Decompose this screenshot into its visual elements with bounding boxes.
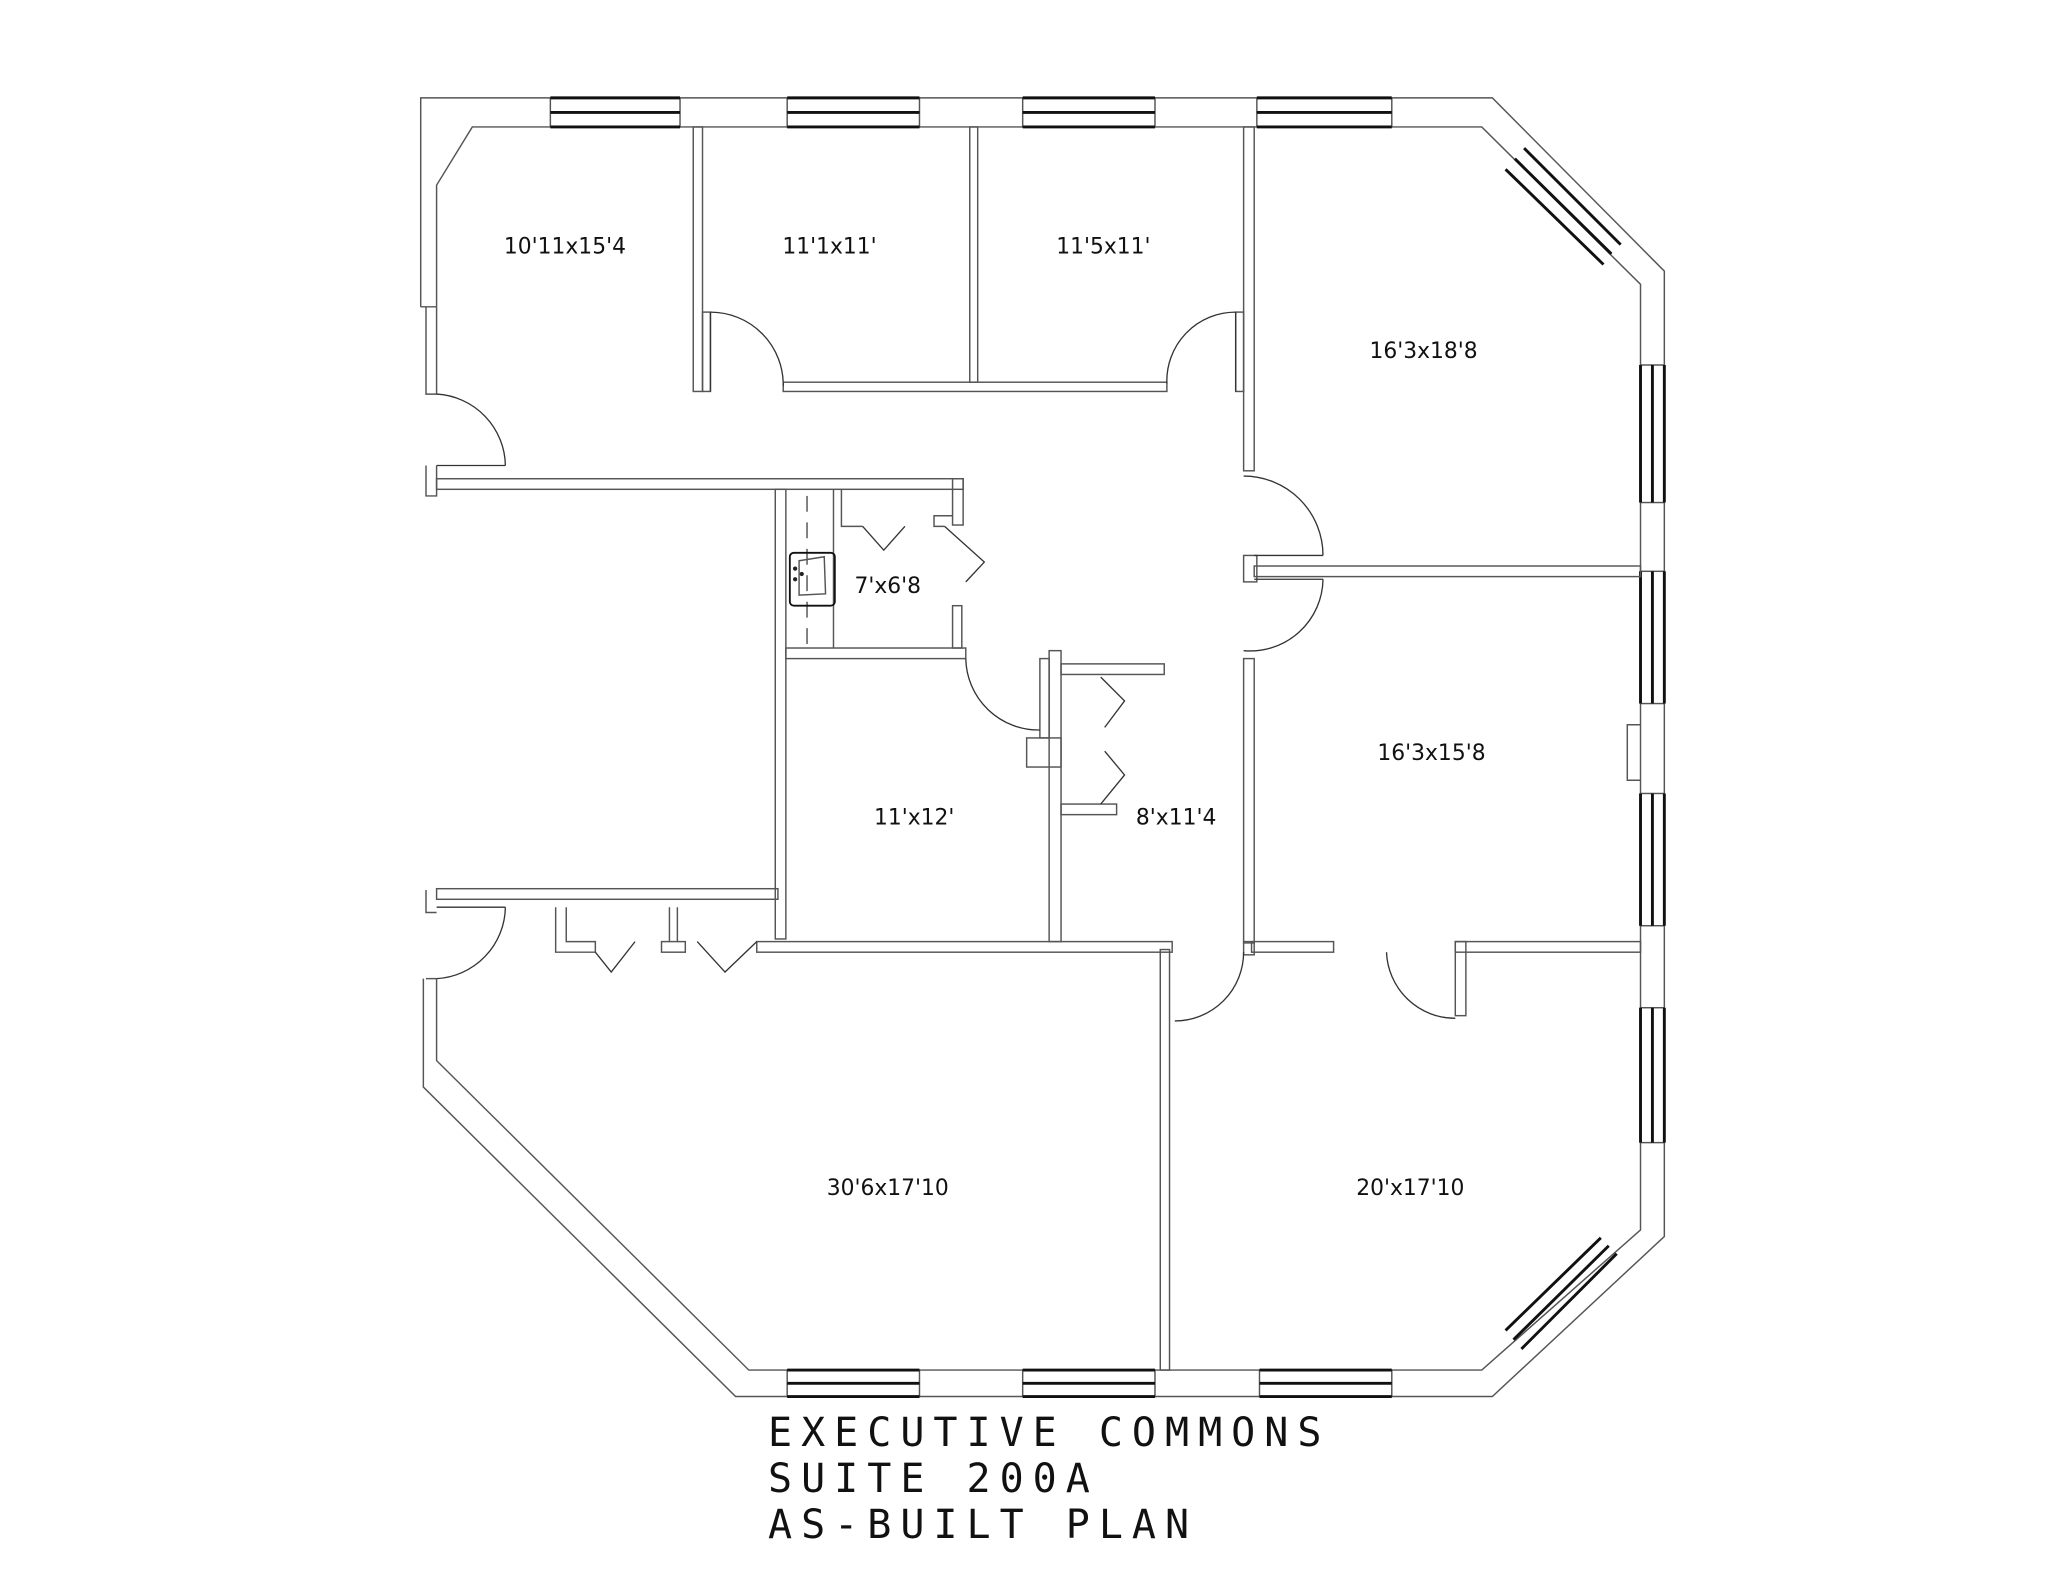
window <box>549 96 681 129</box>
windows-east <box>1626 364 1666 1144</box>
door <box>1243 475 1324 557</box>
window <box>1021 96 1156 129</box>
room-label-office-se: 20'x17'10 <box>1356 1176 1464 1201</box>
bifold-door <box>944 525 986 583</box>
bifold-door <box>1100 750 1126 805</box>
door <box>709 311 784 392</box>
window <box>1639 1006 1666 1144</box>
room-label-conference-sw: 30'6x17'10 <box>827 1176 949 1201</box>
column-bump <box>1626 723 1641 781</box>
door <box>436 906 507 980</box>
title-line-project: EXECUTIVE COMMONS <box>768 1410 1331 1456</box>
room-label-office-nw: 10'11x15'4 <box>504 234 626 259</box>
window <box>1639 792 1666 927</box>
window-northeast <box>1504 147 1622 266</box>
room-label-office-ne: 16'3x18'8 <box>1369 339 1477 364</box>
window <box>1639 570 1666 705</box>
bifold-door <box>696 941 758 973</box>
door <box>436 393 507 467</box>
room-label-office-center: 11'x12' <box>874 806 954 831</box>
sink-icon <box>788 551 836 607</box>
door <box>1174 952 1245 1022</box>
drawing-title-block: EXECUTIVE COMMONS SUITE 200A AS-BUILT PL… <box>768 1410 1330 1548</box>
room-labels: 10'11x15'4 11'1x11' 11'5x11' 16'3x18'8 7… <box>504 234 1486 1201</box>
doors <box>436 311 1456 1022</box>
window-southeast <box>1504 1236 1618 1350</box>
window <box>1258 1368 1393 1398</box>
interior-walls <box>435 126 1642 1371</box>
room-label-restroom: 7'x6'8 <box>854 574 921 599</box>
window <box>1021 1368 1156 1398</box>
room-label-office-east: 16'3x15'8 <box>1377 741 1485 766</box>
door <box>1166 311 1237 392</box>
title-line-suite: SUITE 200A <box>768 1456 1099 1502</box>
exterior-wall <box>419 97 1666 1398</box>
room-label-storage: 8'x11'4 <box>1136 806 1216 831</box>
door <box>1243 578 1324 652</box>
bifold-door <box>1100 676 1126 728</box>
door <box>965 658 1040 731</box>
title-line-plan-type: AS-BUILT PLAN <box>768 1502 1199 1548</box>
door <box>1385 952 1456 1019</box>
room-label-office-north-1: 11'1x11' <box>782 234 876 259</box>
window <box>1256 96 1393 129</box>
window <box>786 1368 921 1398</box>
room-label-office-north-2: 11'5x11' <box>1056 234 1150 259</box>
bifold-door <box>594 941 636 974</box>
bifold-door <box>862 525 906 552</box>
windows-north <box>549 96 1393 129</box>
windows-south <box>786 1368 1393 1398</box>
window <box>1639 364 1666 504</box>
window <box>786 96 921 129</box>
